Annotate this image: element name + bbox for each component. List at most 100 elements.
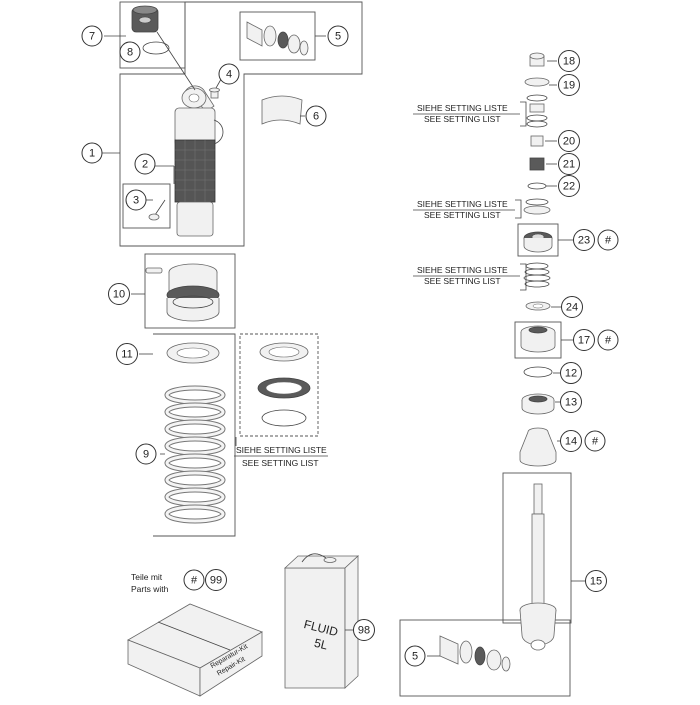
callout-label: 3	[133, 195, 139, 207]
spring-retainer	[145, 263, 220, 322]
setting-note-2-en: SEE SETTING LIST	[424, 210, 501, 220]
callout-c3: 3	[125, 189, 147, 211]
spring-coil	[165, 471, 225, 489]
callout-c12: 12	[560, 362, 582, 384]
setting-note-2-de: SIEHE SETTING LISTE	[417, 199, 508, 209]
callout-label: 18	[563, 56, 575, 68]
callout-h23: #	[597, 229, 619, 251]
callout-label: 1	[89, 148, 95, 160]
callout-label: #	[605, 235, 612, 247]
spring-coil	[165, 505, 225, 523]
callout-label: 10	[113, 289, 125, 301]
callout-label: 99	[210, 575, 222, 587]
legend-line-2: Parts with	[131, 584, 169, 594]
callout-c99: 99	[205, 569, 227, 591]
fluid-can	[283, 553, 360, 689]
bumper-kit-top	[246, 21, 309, 56]
alt-spring-plates	[257, 342, 311, 427]
cap-o-ring	[142, 41, 170, 55]
callout-c13: 13	[560, 391, 582, 413]
callout-c15: 15	[585, 570, 607, 592]
setting-notes: SIEHE SETTING LISTE SEE SETTING LIST SIE…	[236, 103, 508, 468]
callout-c2: 2	[134, 153, 156, 175]
callout-label: 4	[226, 69, 232, 81]
callout-c7: 7	[81, 25, 103, 47]
callout-label: 5	[335, 31, 341, 43]
setting-note-3-en: SEE SETTING LIST	[424, 276, 501, 286]
callout-c20: 20	[558, 130, 580, 152]
callout-c22: 22	[558, 175, 580, 197]
leader-lines	[100, 31, 585, 657]
callout-label: 19	[563, 80, 575, 92]
callout-c4: 4	[218, 63, 240, 85]
callout-label: 14	[565, 436, 577, 448]
parts-artwork	[127, 5, 557, 697]
main-shock-box	[119, 1, 363, 247]
spring-coil	[165, 488, 225, 506]
valve-stack	[519, 52, 557, 651]
spring-coil	[165, 386, 225, 404]
legend-line-1: Teile mit	[131, 572, 163, 582]
spring-coil	[165, 437, 225, 455]
setting-note-1-de: SIEHE SETTING LISTE	[417, 103, 508, 113]
bumper-kit-box-bottom	[399, 619, 571, 697]
callout-c5b: 5	[404, 645, 426, 667]
spring-plate-box	[153, 333, 236, 537]
top-bolt	[209, 87, 220, 99]
callout-label: 21	[563, 159, 575, 171]
spring-coil	[165, 454, 225, 472]
callout-label: 22	[563, 181, 575, 193]
spring-coil	[165, 420, 225, 438]
callout-label: 9	[143, 449, 149, 461]
callout-c18: 18	[558, 50, 580, 72]
setting-note-3-de: SIEHE SETTING LISTE	[417, 265, 508, 275]
callout-c6: 6	[305, 105, 327, 127]
setting-note-1-en: SEE SETTING LIST	[424, 114, 501, 124]
callout-label: 12	[565, 368, 577, 380]
callout-label: 20	[563, 136, 575, 148]
callout-c19: 19	[558, 74, 580, 96]
fluid-label-2: 5L	[313, 636, 330, 653]
callouts: 1234556789101112131415171819202122232498…	[81, 25, 619, 667]
legend: Teile mit Parts with	[131, 572, 169, 594]
callout-label: 7	[89, 31, 95, 43]
callout-label: 5	[412, 651, 418, 663]
callout-c23: 23	[573, 229, 595, 251]
callout-label: 98	[358, 625, 370, 637]
bumper-kit-bottom	[439, 635, 511, 672]
callout-label: 13	[565, 397, 577, 409]
callout-label: 15	[590, 576, 602, 588]
callout-label: 23	[578, 235, 590, 247]
callout-hleg: #	[183, 569, 205, 591]
callout-label: 17	[578, 335, 590, 347]
callout-label: 6	[313, 111, 319, 123]
callout-c5a: 5	[327, 25, 349, 47]
callout-c1: 1	[81, 142, 103, 164]
callout-c21: 21	[558, 153, 580, 175]
adjuster-screw	[148, 199, 166, 221]
callout-c10: 10	[108, 283, 130, 305]
coil-spring	[164, 385, 226, 524]
callout-label: #	[592, 436, 599, 448]
callout-label: #	[191, 575, 198, 587]
spring-retainer-box	[144, 253, 236, 329]
setting-note-4-en: SEE SETTING LIST	[242, 458, 319, 468]
protection-cover	[261, 95, 303, 125]
callout-c9: 9	[135, 443, 157, 465]
callout-c8: 8	[119, 41, 141, 63]
repair-kit-box	[127, 603, 263, 697]
callout-h17: #	[597, 329, 619, 351]
reservoir-cap	[131, 5, 159, 33]
callout-label: 24	[566, 302, 578, 314]
callout-label: 2	[142, 159, 148, 171]
callout-c14: 14	[560, 430, 582, 452]
callout-label: 8	[127, 47, 133, 59]
spring-coil	[165, 403, 225, 421]
shock-body	[174, 85, 224, 237]
callout-label: #	[605, 335, 612, 347]
callout-c98: 98	[353, 619, 375, 641]
adjuster-box	[122, 183, 171, 229]
callout-h14: #	[584, 430, 606, 452]
